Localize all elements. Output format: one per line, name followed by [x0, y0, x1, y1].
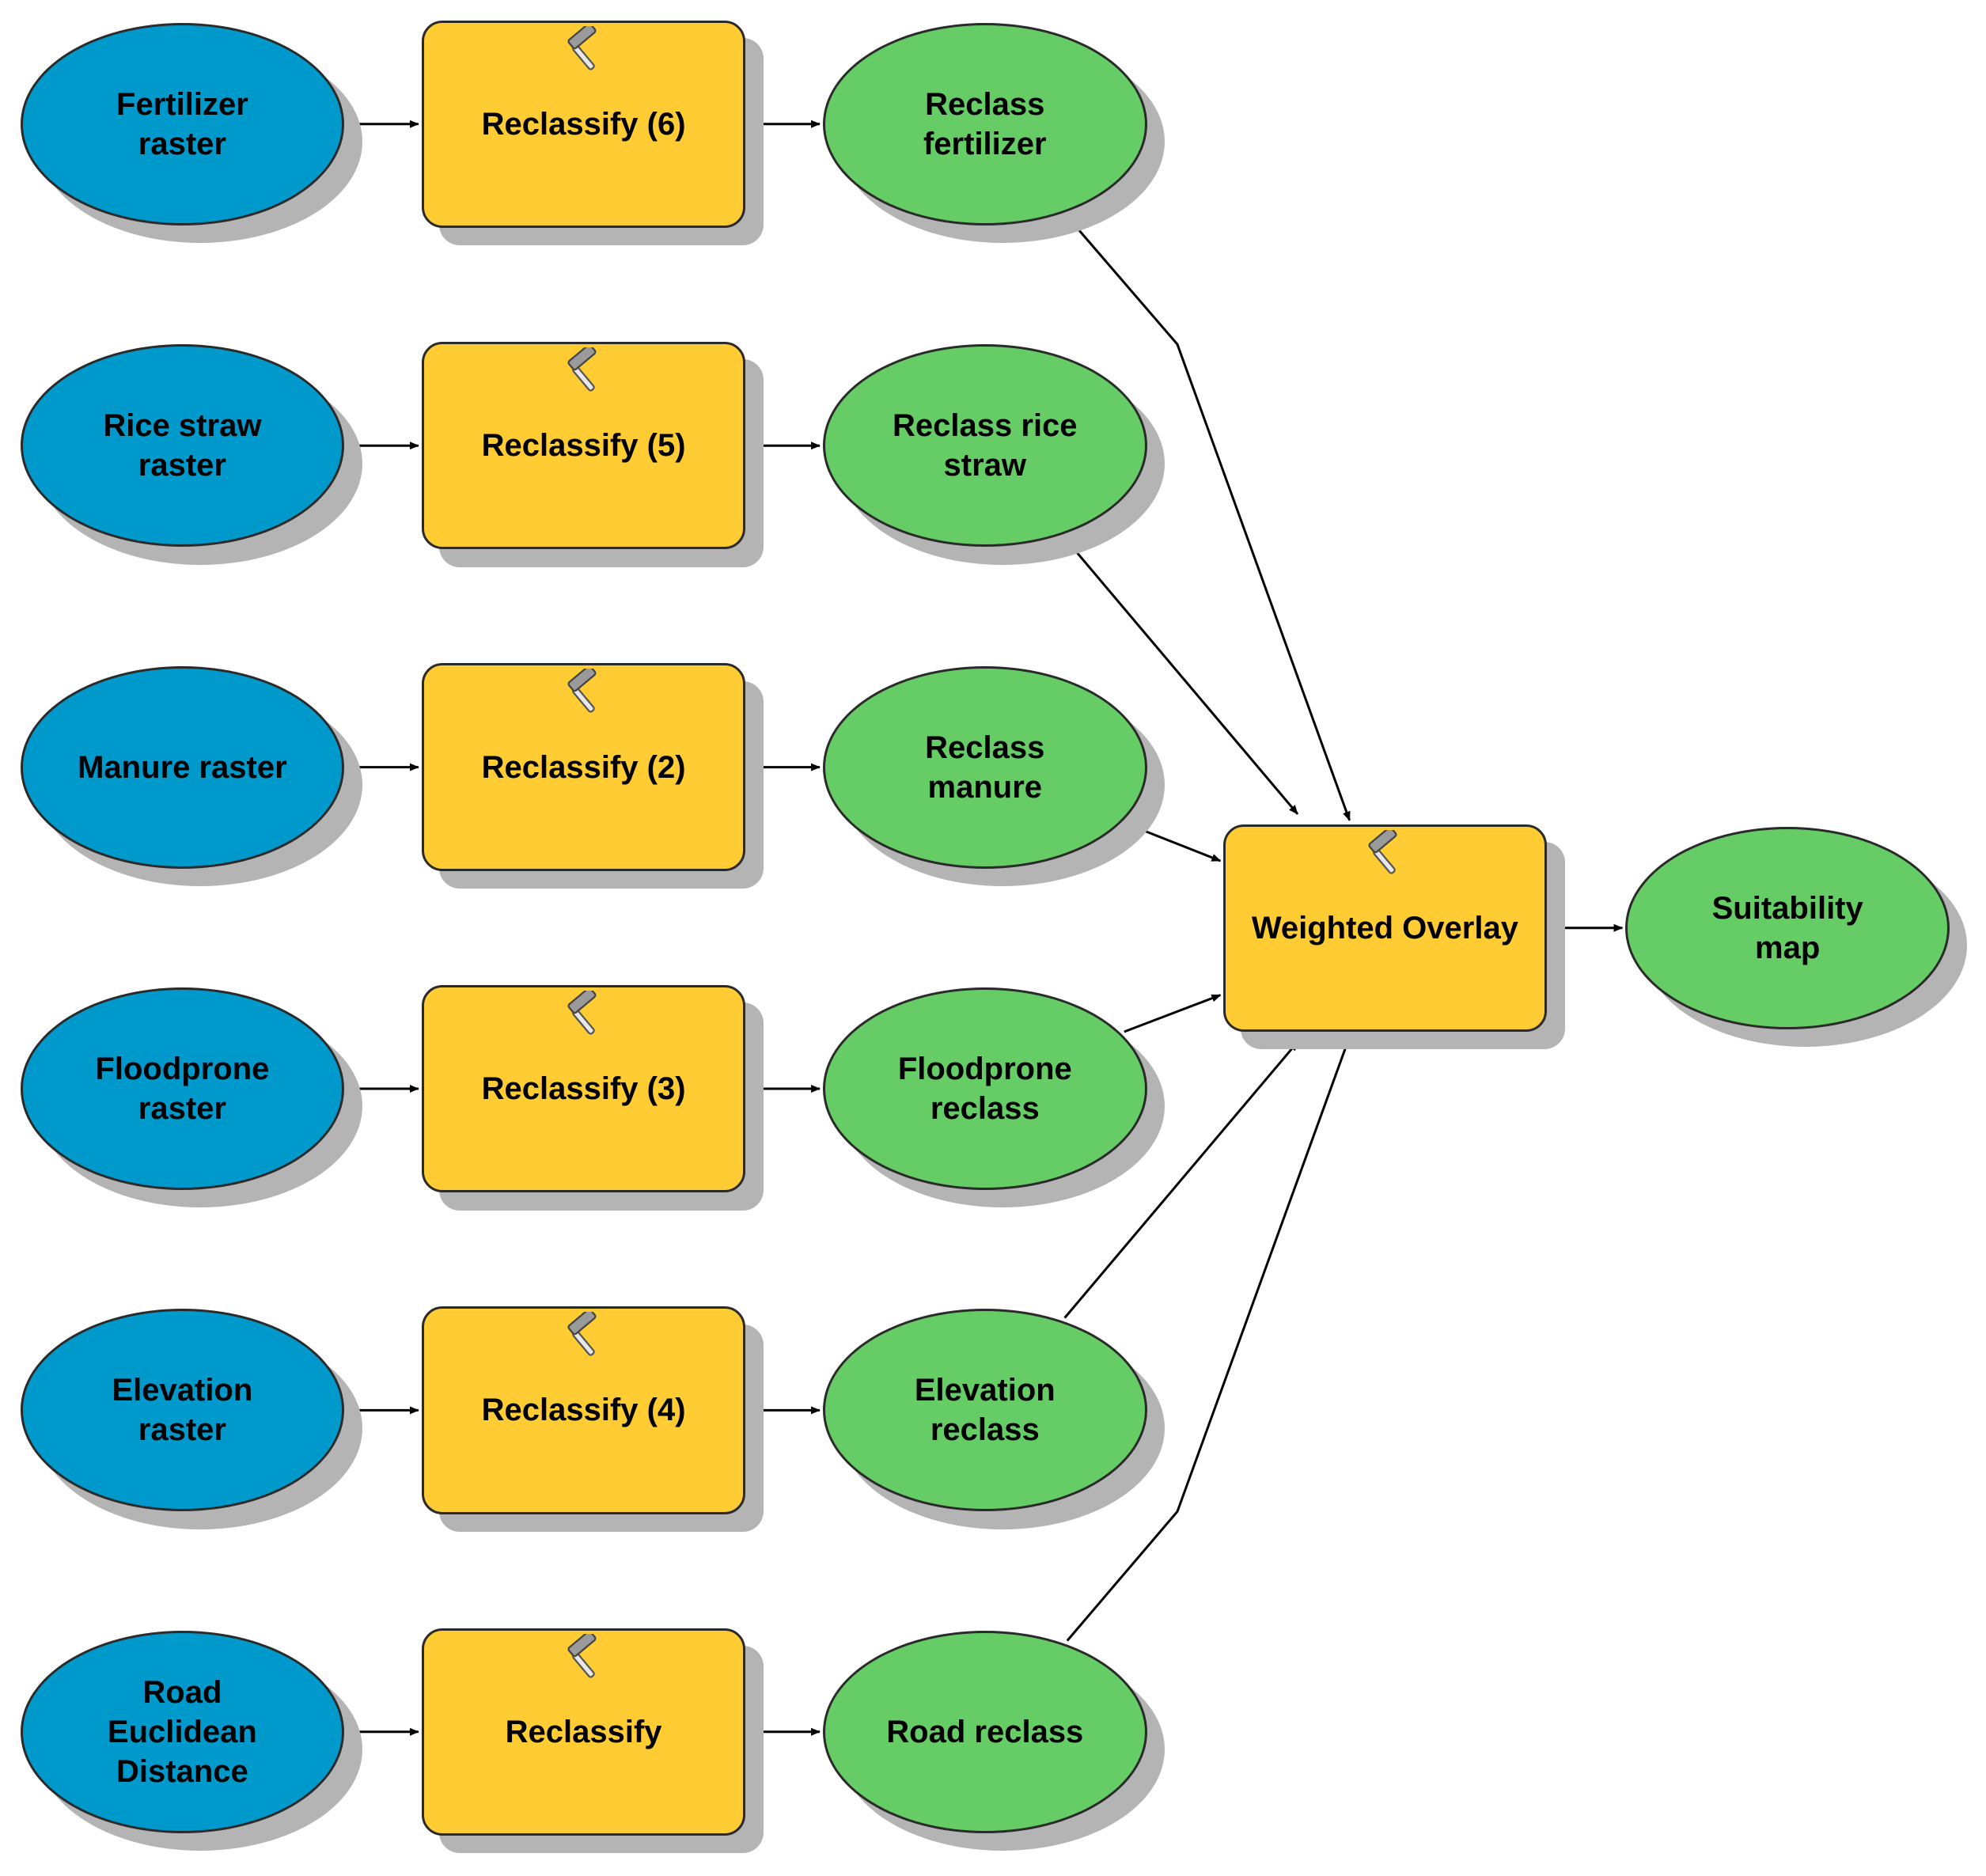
reclass-manure-label: Reclass manure — [925, 730, 1045, 805]
elevation-raster[interactable]: Elevation raster — [20, 1309, 345, 1512]
weighted-overlay[interactable]: Weighted Overlay — [1222, 824, 1548, 1032]
reclassify-5[interactable]: Reclassify (5) — [421, 342, 746, 550]
hammer-icon — [567, 1312, 597, 1356]
link-floodprone-reclass-to-weighted-overlay — [1124, 994, 1222, 1033]
hammer-icon — [567, 990, 597, 1035]
hammer-icon — [567, 1633, 597, 1678]
floodprone-raster-label: Floodprone raster — [95, 1052, 270, 1126]
fertilizer-raster-label: Fertilizer raster — [116, 86, 248, 161]
hammer-icon — [567, 347, 597, 392]
link-reclass-rice-straw-to-weighted-overlay — [1063, 537, 1299, 815]
reclassify-5-label: Reclassify (5) — [481, 428, 686, 464]
hammer-icon — [1368, 829, 1397, 874]
floodprone-reclass[interactable]: Floodprone reclass — [823, 987, 1147, 1190]
rice-straw-raster[interactable]: Rice straw raster — [20, 344, 345, 548]
link-road-reclass-to-weighted-overlay — [1066, 1036, 1351, 1642]
reclass-fertilizer-label: Reclass fertilizer — [923, 86, 1047, 161]
elevation-raster-label: Elevation raster — [112, 1373, 253, 1448]
fertilizer-raster[interactable]: Fertilizer raster — [20, 22, 345, 225]
reclassify-6-label: Reclassify (6) — [481, 106, 686, 142]
hammer-icon — [567, 669, 597, 713]
road-reclass[interactable]: Road reclass — [823, 1630, 1147, 1833]
reclassify-3-label: Reclassify (3) — [481, 1071, 686, 1106]
elevation-reclass-label: Elevation reclass — [914, 1373, 1056, 1448]
reclassify-label: Reclassify — [505, 1714, 662, 1749]
link-reclass-fertilizer-to-weighted-overlay — [1066, 215, 1351, 821]
road-euclidean-distance[interactable]: Road Euclidean Distance — [20, 1630, 345, 1833]
manure-raster[interactable]: Manure raster — [20, 665, 345, 869]
elevation-reclass[interactable]: Elevation reclass — [823, 1309, 1147, 1512]
reclassify[interactable]: Reclassify — [421, 1628, 746, 1836]
hammer-icon — [567, 25, 597, 70]
reclassify-4[interactable]: Reclassify (4) — [421, 1306, 746, 1514]
reclassify-2[interactable]: Reclassify (2) — [421, 663, 746, 871]
reclassify-4-label: Reclassify (4) — [481, 1393, 686, 1428]
floodprone-raster[interactable]: Floodprone raster — [20, 987, 345, 1190]
rice-straw-raster-label: Rice straw raster — [103, 408, 262, 483]
reclassify-2-label: Reclassify (2) — [481, 749, 686, 785]
suitability-map-label: Suitability map — [1711, 890, 1863, 965]
reclass-manure[interactable]: Reclass manure — [823, 665, 1147, 869]
link-elevation-reclass-to-weighted-overlay — [1063, 1040, 1299, 1319]
weighted-overlay-label: Weighted Overlay — [1251, 910, 1518, 946]
reclassify-6[interactable]: Reclassify (6) — [421, 20, 746, 228]
reclass-fertilizer[interactable]: Reclass fertilizer — [823, 22, 1147, 225]
manure-raster-label: Manure raster — [78, 749, 287, 785]
road-euclidean-distance-label: Road Euclidean Distance — [107, 1674, 257, 1789]
reclassify-3[interactable]: Reclassify (3) — [421, 984, 746, 1193]
suitability-map[interactable]: Suitability map — [1625, 826, 1950, 1029]
road-reclass-label: Road reclass — [886, 1714, 1084, 1749]
floodprone-reclass-label: Floodprone reclass — [897, 1052, 1072, 1126]
reclass-rice-straw[interactable]: Reclass rice straw — [823, 344, 1147, 548]
reclass-rice-straw-label: Reclass rice straw — [893, 408, 1078, 483]
